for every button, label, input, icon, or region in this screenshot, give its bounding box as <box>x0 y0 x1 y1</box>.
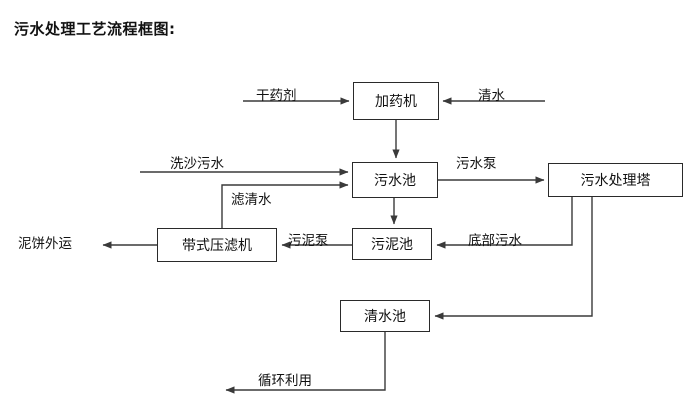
node-label: 加药机 <box>375 94 417 110</box>
node-belt-filter-press[interactable]: 带式压滤机 <box>157 228 277 262</box>
node-label: 带式压滤机 <box>182 238 252 254</box>
node-clear-water-pool[interactable]: 清水池 <box>340 300 430 332</box>
edge-tower-to-clear-pool <box>434 197 593 320</box>
edge-label-sewage-pump: 污水泵 <box>456 156 497 172</box>
edge-tower-bottom-to-sludge-pool <box>436 197 573 249</box>
edge-label-clean-water: 清水 <box>478 88 505 104</box>
edge-filtrate-to-sewage-pool <box>221 181 349 228</box>
edge-label-bottom-sewage: 底部污水 <box>468 233 522 249</box>
node-label: 污水池 <box>374 173 416 189</box>
edge-label-sand-wash-sewage: 洗沙污水 <box>170 156 224 172</box>
edge-label-sludge-pump: 污泥泵 <box>288 233 329 249</box>
edge-label-recycle: 循环利用 <box>258 373 312 389</box>
node-sludge-pool[interactable]: 污泥池 <box>352 228 432 260</box>
page-title: 污水处理工艺流程框图: <box>14 20 176 38</box>
edge-clear-pool-to-recycle <box>225 332 386 394</box>
edge-label-filtrate: 滤清水 <box>231 192 272 208</box>
node-treatment-tower[interactable]: 污水处理塔 <box>548 163 683 197</box>
node-label: 污泥池 <box>371 237 413 253</box>
node-dosing-machine[interactable]: 加药机 <box>353 82 439 120</box>
edge-label-dry-chemical: 干药剂 <box>256 88 297 104</box>
node-label: 污水处理塔 <box>580 173 651 189</box>
node-label: 清水池 <box>364 309 406 325</box>
node-sewage-pool[interactable]: 污水池 <box>352 162 438 198</box>
terminal-label-mud-cake-transport: 泥饼外运 <box>18 236 72 252</box>
